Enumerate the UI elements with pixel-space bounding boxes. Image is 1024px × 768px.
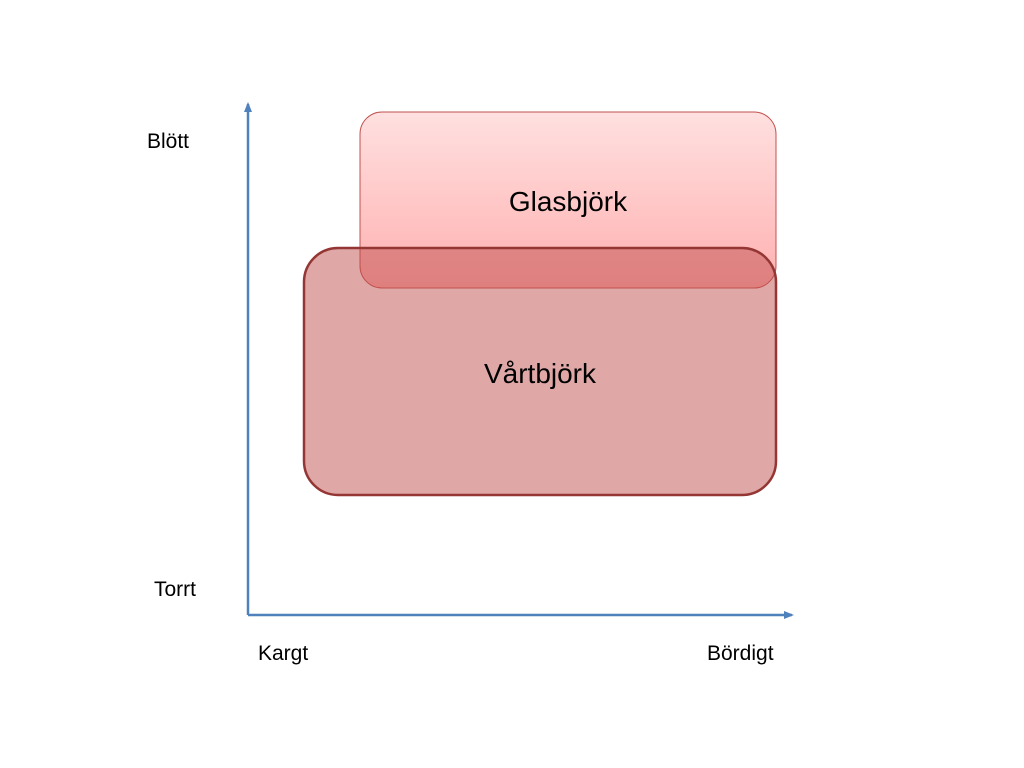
x-axis-right-label: Bördigt — [707, 642, 774, 665]
glasbjork-label: Glasbjörk — [509, 186, 628, 217]
vartbjork-label: Vårtbjörk — [484, 358, 597, 389]
y-axis-bottom-label: Torrt — [154, 578, 196, 601]
x-axis-left-label: Kargt — [258, 642, 309, 665]
vartbjork-region — [302, 246, 778, 497]
y-axis-top-label: Blött — [147, 130, 190, 153]
